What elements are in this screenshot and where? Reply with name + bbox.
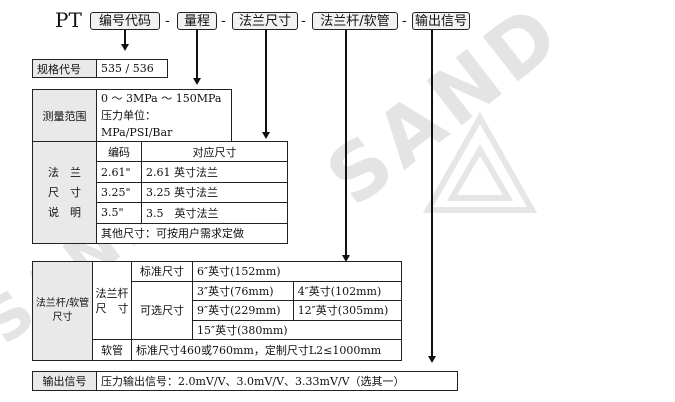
flange-col-code: 编码 [96, 140, 142, 163]
range-line-1: 0 ～ 3MPa ～ 150MPa [101, 92, 222, 105]
flange-label: 法 兰 尺 寸 说 明 [32, 141, 97, 244]
connector-line [124, 30, 126, 44]
rod-sub-label: 法兰杆 尺 寸 [92, 260, 132, 341]
rod-optional-label: 可选尺寸 [131, 280, 193, 341]
table-row: 可选尺寸 3″英寸(76mm) 4″英寸(102mm) [33, 280, 403, 341]
table-row: 15″英寸(380mm) [33, 319, 402, 341]
rod-table: 法兰杆/软管 尺寸 法兰杆 尺 寸 标准尺寸 6″英寸(152mm) 可选尺寸 … [32, 260, 403, 361]
flange-label-line: 法 兰 [48, 165, 81, 179]
connector-line [196, 30, 198, 78]
arrow-down-icon [262, 132, 270, 139]
separator: - [301, 13, 306, 29]
arrow-down-icon [428, 356, 436, 363]
separator: - [402, 13, 407, 29]
range-label: 测量范围 [32, 89, 97, 142]
rod-label-line: 法兰杆/软管 [35, 298, 90, 309]
flange-table: 法 兰 尺 寸 说 明 编码 对应尺寸 2.61" 2.61 英寸法兰 3.25… [32, 140, 288, 245]
rod-optional-value: 3″英寸(76mm) [192, 280, 294, 302]
header-segment-code: 编号代码 [90, 12, 160, 30]
table-row: 软管 标准尺寸460或760mm，定制尺寸L2≤1000mm [33, 339, 402, 361]
flange-other: 其他尺寸：可按用户需求定做 [96, 222, 288, 245]
arrow-down-icon [193, 78, 201, 85]
watermark-logo-icon [422, 111, 538, 213]
rod-optional-value: 15″英寸(380mm) [192, 319, 402, 341]
connector-line [345, 30, 347, 255]
flange-size: 3.5 英寸法兰 [141, 202, 288, 224]
flange-label-line: 尺 寸 [48, 185, 81, 199]
hose-label: 软管 [92, 339, 132, 361]
separator: - [221, 13, 226, 29]
flange-code: 2.61" [96, 161, 142, 183]
arrow-down-icon [342, 255, 350, 262]
flange-code: 3.25" [96, 181, 142, 204]
flange-size: 3.25 英寸法兰 [141, 181, 288, 204]
table-row: 3.5" 3.5 英寸法兰 [33, 202, 288, 224]
spec-code-value: 535 / 536 [96, 59, 168, 78]
flange-label-line: 说 明 [48, 205, 81, 219]
rod-optional-value: 12″英寸(305mm) [292, 300, 403, 321]
spec-code-table: 规格代号 535 / 536 [32, 59, 168, 78]
arrow-down-icon [121, 44, 129, 51]
range-table: 测量范围 0 ～ 3MPa ～ 150MPa 压力单位：MPa/PSI/Bar [32, 89, 232, 142]
flange-code: 3.5" [96, 202, 142, 224]
rod-optional-value: 4″英寸(102mm) [292, 280, 403, 302]
header-segment-output: 输出信号 [412, 12, 470, 30]
rod-label: 法兰杆/软管 尺寸 [32, 261, 93, 361]
rod-sub-label-line: 尺 寸 [95, 301, 129, 315]
header-segment-flange: 法兰尺寸 [232, 12, 298, 30]
hose-value: 标准尺寸460或760mm，定制尺寸L2≤1000mm [131, 339, 402, 361]
rod-label-line: 尺寸 [52, 312, 73, 323]
code-prefix: PT [55, 8, 82, 32]
header-segment-range: 量程 [177, 12, 217, 30]
rod-standard-value: 6″英寸(152mm) [192, 261, 402, 282]
rod-sub-label-line: 法兰杆 [95, 286, 129, 300]
range-line-2: 压力单位：MPa/PSI/Bar [101, 109, 173, 139]
rod-standard-label: 标准尺寸 [131, 261, 193, 282]
separator: - [165, 13, 170, 29]
connector-line [265, 30, 267, 132]
flange-col-size: 对应尺寸 [141, 140, 288, 163]
spec-code-label: 规格代号 [32, 59, 97, 78]
output-label: 输出信号 [32, 371, 97, 391]
rod-optional-value: 9″英寸(229mm) [192, 300, 294, 321]
table-row: 2.61" 2.61 英寸法兰 [33, 161, 288, 183]
table-row: 9″英寸(229mm) 12″英寸(305mm) [33, 300, 403, 321]
flange-size: 2.61 英寸法兰 [141, 161, 288, 183]
connector-line [431, 30, 433, 356]
range-values: 0 ～ 3MPa ～ 150MPa 压力单位：MPa/PSI/Bar [96, 89, 232, 142]
header-segment-rod: 法兰杆/软管 [312, 12, 398, 30]
output-value: 压力输出信号：2.0mV/V、3.0mV/V、3.33mV/V（选其一） [96, 371, 458, 391]
output-table: 输出信号 压力输出信号：2.0mV/V、3.0mV/V、3.33mV/V（选其一… [32, 371, 458, 391]
